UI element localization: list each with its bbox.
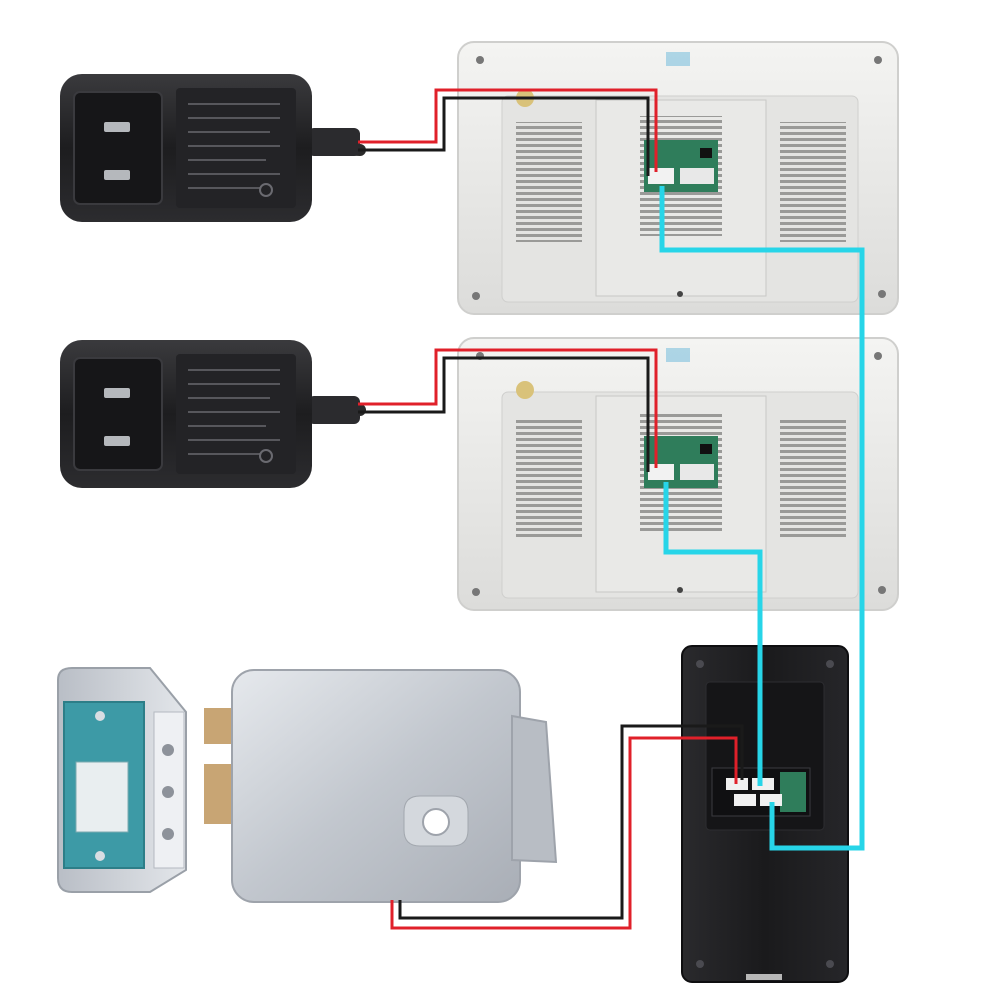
screw-icon — [162, 744, 174, 756]
certification-mark-icon — [259, 449, 273, 463]
power-cable-monitor-2 — [358, 348, 658, 472]
power-adapter-2 — [60, 340, 366, 488]
keyhole-icon — [422, 808, 450, 836]
certification-mark-icon — [259, 183, 273, 197]
screw-icon — [162, 828, 174, 840]
indoor-monitor-1 — [457, 41, 899, 315]
outdoor-camera-unit — [681, 645, 849, 983]
electric-lock — [204, 669, 558, 903]
power-adapter-1 — [60, 74, 366, 222]
power-cable-monitor-1 — [358, 88, 658, 176]
camera-signal-port-1 — [752, 778, 774, 790]
indoor-monitor-2 — [457, 337, 899, 611]
signal-cable-monitor-2 — [663, 482, 763, 786]
monitor-2-signal-port — [680, 464, 714, 480]
camera-power-port — [734, 794, 756, 806]
camera-terminal-board — [780, 772, 806, 812]
camera-signal-port-2 — [760, 794, 782, 806]
plug-prong-icon — [104, 436, 130, 446]
lock-cable — [390, 724, 744, 930]
monitor-2-power-port — [648, 464, 674, 480]
screw-icon — [162, 786, 174, 798]
plug-prong-icon — [104, 170, 130, 180]
monitor-1-power-port — [648, 168, 674, 184]
monitor-1-signal-port — [680, 168, 714, 184]
lock-strike-plate — [57, 667, 187, 893]
signal-cable-monitor-1 — [659, 186, 865, 851]
plug-prong-icon — [104, 122, 130, 132]
plug-prong-icon — [104, 388, 130, 398]
monitor-2-label-sticker — [516, 381, 534, 399]
